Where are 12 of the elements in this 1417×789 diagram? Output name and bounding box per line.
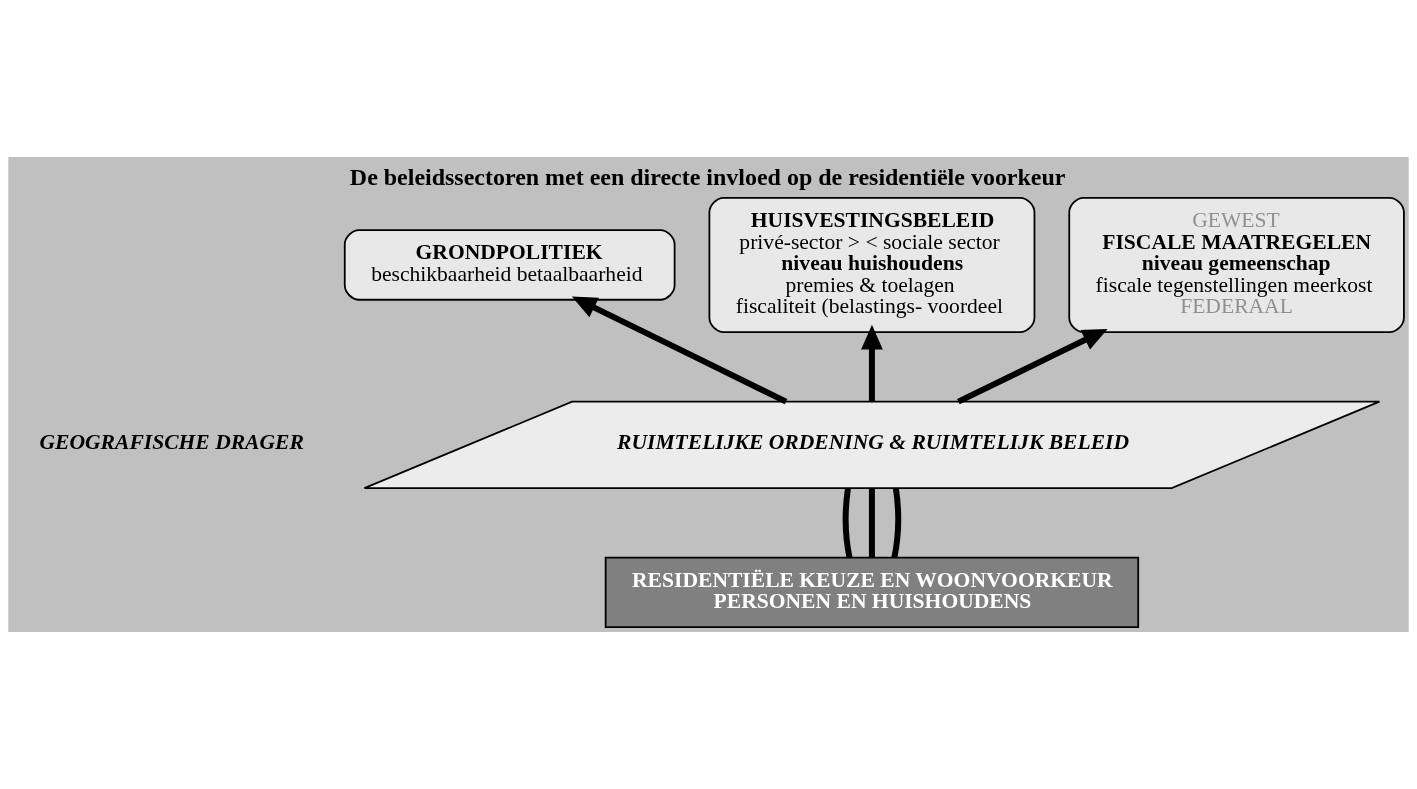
node-label: GEOGRAFISCHE DRAGER [39, 429, 304, 454]
arrow [957, 328, 1108, 405]
node-box: HUISVESTINGSBELEID privé-sector > < sociale sector niveau huishoudens premies & toelagen fiscaliteit (belastings- voordeel [708, 196, 1036, 334]
node-box: GRONDPOLITIEK beschikbaarheid betaalbaarheid [343, 229, 676, 301]
arrow [571, 296, 788, 405]
arrow [861, 324, 883, 402]
connector [842, 488, 853, 559]
diagram-title: De beleidssectoren met een directe invloed op de residentiële voorkeur [349, 163, 1066, 190]
connector [891, 488, 901, 559]
connector [868, 488, 875, 558]
node-box: RESIDENTIËLE KEUZE EN WOONVOORKEUR PERSONEN EN HUISHOUDENS [604, 556, 1140, 629]
node-box: GEWEST FISCALE MAATREGELEN niveau gemeenschap fiscale tegenstellingen meerkost FEDERAAL [1068, 196, 1405, 334]
